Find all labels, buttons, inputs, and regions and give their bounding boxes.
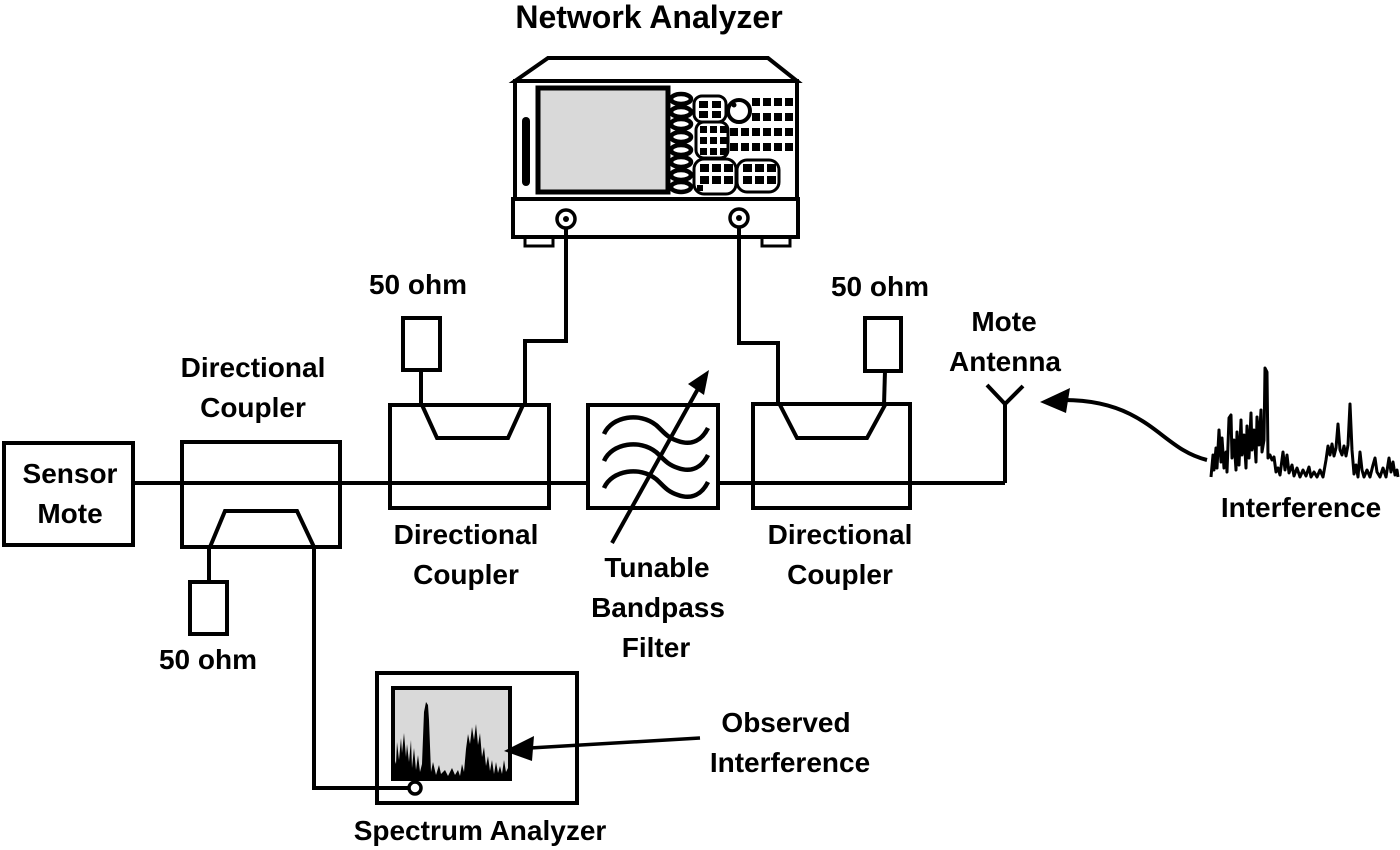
label-mote-antenna-line2: Antenna [949, 346, 1061, 377]
label-coupler-left-line2: Coupler [200, 392, 306, 423]
observed-spectrum-trace [394, 702, 509, 777]
directional-coupler-mid [388, 316, 551, 510]
mote-antenna-symbol [985, 383, 1025, 483]
tuning-arrow-head [688, 370, 709, 395]
na-foot-left [523, 235, 555, 248]
spectrum-analyzer-device [375, 671, 579, 805]
tunable-bandpass-filter [586, 370, 720, 544]
label-network-analyzer: Network Analyzer [515, 0, 783, 35]
label-term-left: 50 ohm [158, 644, 258, 675]
na-keypad-bottom-left [692, 157, 738, 196]
na-keypad-bottom-right [735, 158, 781, 194]
na-foot-right [760, 235, 792, 248]
label-coupler-mid-line1: Directional [393, 519, 539, 550]
interference-arrow [1040, 388, 1208, 462]
label-observed-interference-line2: Interference [709, 747, 871, 778]
na-keys-mid-right [730, 128, 793, 151]
sa-case [375, 671, 579, 805]
na-softkeys [668, 91, 694, 195]
label-coupler-mid-line2: Coupler [413, 559, 519, 590]
label-filter-line2: Bandpass [591, 592, 725, 623]
na-keys-top-right [752, 98, 793, 121]
coupled-arm [778, 404, 887, 440]
term-box-left [188, 580, 229, 636]
na-port2-connector [728, 207, 750, 229]
observed-interference-arrow [504, 736, 701, 761]
sensor-mote-box [2, 441, 135, 547]
tuning-arrow-shaft [610, 386, 701, 544]
na-connector-strip [511, 197, 800, 239]
label-coupler-right-line1: Directional [767, 519, 913, 550]
directional-coupler-left [180, 440, 342, 636]
sa-input-connector [407, 780, 423, 796]
term-box-mid [401, 316, 442, 372]
label-term-mid: 50 ohm [368, 269, 468, 300]
na-port1-connector [555, 208, 577, 230]
label-coupler-left-line1: Directional [180, 352, 326, 383]
network-analyzer-device [508, 56, 803, 248]
na-top-panel [508, 56, 803, 83]
label-spectrum-analyzer: Spectrum Analyzer [353, 815, 607, 846]
na-screen [535, 85, 671, 195]
coupled-arm [208, 509, 316, 548]
na-port1-cable [523, 229, 568, 404]
directional-coupler-right [751, 316, 912, 510]
na-knob [726, 98, 752, 124]
label-sensor-mote-line1: Sensor [22, 458, 118, 489]
label-term-right: 50 ohm [830, 271, 930, 302]
label-filter-line3: Filter [621, 632, 691, 663]
interference-waveform [1209, 366, 1400, 479]
term-box-right [863, 316, 903, 373]
label-observed-interference-line1: Observed [721, 707, 851, 738]
label-sensor-mote-line2: Mote [37, 498, 103, 529]
filter-wave-symbols [601, 415, 711, 500]
na-keypad-2x2 [692, 94, 728, 124]
coupled-arm [420, 404, 525, 440]
na-side-slot [522, 117, 530, 186]
na-keypad-3x3 [694, 120, 730, 160]
na-port2-cable [737, 228, 780, 404]
label-filter-line1: Tunable [604, 552, 710, 583]
label-coupler-right-line2: Coupler [787, 559, 893, 590]
label-interference: Interference [1220, 492, 1382, 523]
label-mote-antenna-line1: Mote [971, 306, 1037, 337]
